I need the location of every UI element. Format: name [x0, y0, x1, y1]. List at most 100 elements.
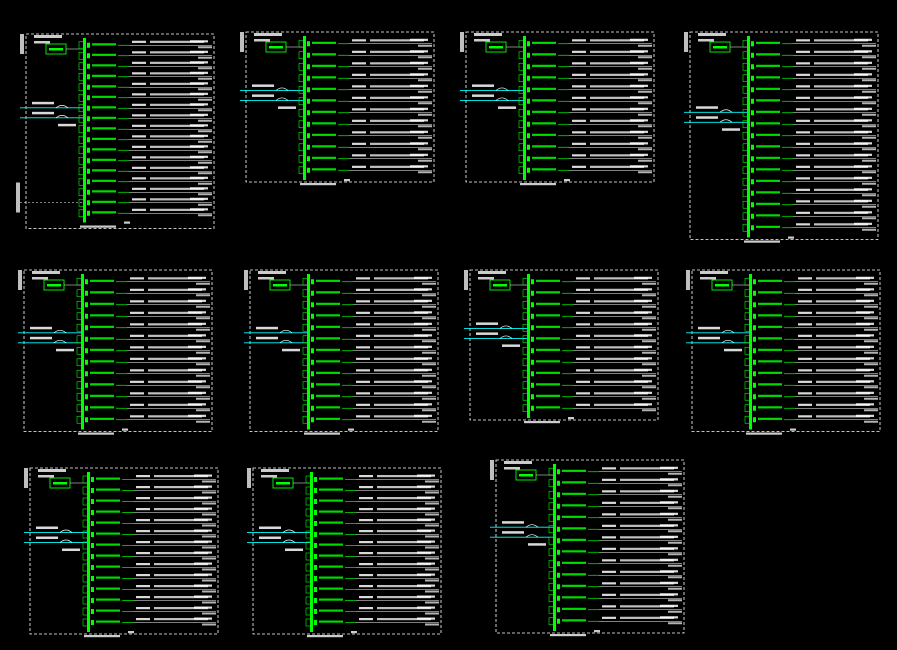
load-phase-mark	[196, 340, 210, 343]
breaker-model-mark	[756, 133, 780, 136]
circuit-id-mark	[130, 300, 144, 303]
breaker-id-box	[742, 120, 750, 129]
circuit-row	[82, 573, 216, 583]
breaker-model-mark	[319, 532, 343, 535]
breaker-contact-mark	[753, 348, 756, 354]
breaker-contact-mark	[314, 620, 317, 625]
breaker-model-mark	[96, 521, 120, 524]
load-value-mark	[634, 380, 652, 383]
circuit-row	[305, 595, 439, 605]
breaker-contact-mark	[531, 348, 534, 354]
breaker-contact-mark	[307, 52, 310, 58]
load-phase-mark	[198, 130, 212, 133]
breaker-model-mark	[758, 302, 782, 305]
breaker-model-mark	[92, 64, 116, 67]
cable-spec-mark	[816, 403, 870, 406]
cable-spec-mark	[594, 323, 648, 326]
circuit-id-mark	[576, 334, 590, 337]
circuit-id-mark	[359, 596, 373, 599]
breaker-contact-mark	[311, 405, 314, 411]
cable-spec-mark	[150, 208, 204, 211]
breaker-model-mark	[758, 325, 782, 328]
circuit-id-mark	[356, 380, 370, 383]
breaker-model-mark	[532, 110, 556, 113]
breaker-model-mark	[92, 200, 116, 203]
breaker-model-mark	[96, 609, 120, 612]
circuit-row	[742, 153, 876, 163]
breaker-contact-mark	[314, 532, 317, 537]
load-phase-mark	[198, 67, 212, 70]
circuit-id-mark	[796, 73, 810, 76]
breaker-model-mark	[562, 550, 586, 553]
load-phase-mark	[862, 44, 876, 47]
breaker-model-mark	[316, 371, 340, 374]
breaker-contact-mark	[87, 42, 90, 48]
breaker-model-mark	[316, 314, 340, 317]
breaker-model-mark	[92, 190, 116, 193]
load-value-mark	[410, 107, 428, 110]
load-value-mark	[660, 558, 678, 561]
circuit-row	[298, 50, 432, 60]
breaker-model-mark	[316, 302, 340, 305]
load-value-mark	[854, 96, 872, 99]
breaker-id-box	[305, 475, 313, 484]
load-value-mark	[188, 357, 206, 360]
breaker-id-box	[548, 513, 556, 522]
load-value-mark	[630, 130, 648, 133]
breaker-contact-mark	[314, 587, 317, 592]
circuit-id-mark	[359, 541, 373, 544]
load-value-mark	[414, 276, 432, 279]
circuit-row	[78, 71, 212, 81]
breaker-id-box	[302, 381, 310, 390]
load-phase-mark	[198, 56, 212, 59]
load-value-mark	[856, 288, 874, 291]
cable-spec-mark	[148, 334, 202, 337]
breaker-contact-mark	[751, 87, 754, 93]
cable-spec-mark	[814, 211, 868, 214]
load-phase-mark	[418, 136, 432, 139]
breaker-id-box	[76, 358, 84, 367]
breaker-contact-mark	[91, 620, 94, 625]
load-phase-mark	[425, 524, 439, 527]
load-value-mark	[188, 403, 206, 406]
breaker-model-mark	[90, 417, 114, 420]
circuit-id-mark	[356, 415, 370, 418]
circuit-row	[522, 357, 656, 367]
breaker-contact-mark	[87, 210, 90, 216]
breaker-model-mark	[562, 573, 586, 576]
breaker-label-mark	[32, 111, 54, 115]
load-value-mark	[194, 496, 212, 499]
breaker-id-box	[744, 289, 752, 298]
cable-spec-mark	[148, 357, 202, 360]
breaker-id-box	[742, 97, 750, 106]
vertical-side-label-mark	[16, 182, 20, 213]
breaker-id-box	[305, 574, 313, 583]
load-phase-mark	[422, 340, 436, 343]
panel-frame	[252, 467, 442, 635]
load-value-mark	[856, 391, 874, 394]
cable-spec-mark	[148, 311, 202, 314]
circuit-id-mark	[130, 288, 144, 291]
load-phase-mark	[642, 363, 656, 366]
breaker-model-mark	[96, 477, 120, 480]
load-phase-mark	[864, 317, 878, 320]
breaker-id-box	[298, 154, 306, 163]
breaker-id-box	[76, 392, 84, 401]
cable-spec-mark	[148, 380, 202, 383]
load-phase-mark	[864, 351, 878, 354]
circuit-row	[742, 188, 876, 198]
load-value-mark	[410, 153, 428, 156]
breaker-model-mark	[758, 394, 782, 397]
load-value-mark	[660, 570, 678, 573]
circuit-id-mark	[572, 39, 586, 42]
circuit-row	[78, 197, 212, 207]
breaker-id-box	[78, 209, 86, 218]
breaker-model-mark	[532, 133, 556, 136]
circuit-row	[302, 391, 436, 401]
breaker-contact-mark	[531, 279, 534, 285]
circuit-row	[78, 155, 212, 165]
load-phase-mark	[422, 305, 436, 308]
circuit-id-mark	[798, 380, 812, 383]
panel-frame	[245, 31, 435, 183]
breaker-contact-mark	[85, 382, 88, 388]
